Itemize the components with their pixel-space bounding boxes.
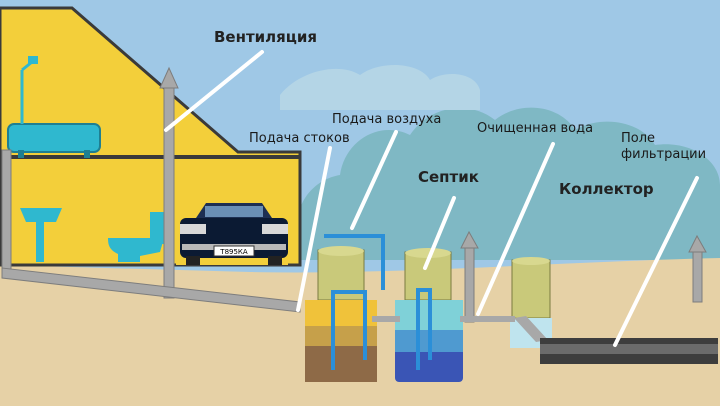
label-filtration-field-line2: фильтрации bbox=[621, 147, 707, 162]
label-filtration-field: Поле фильтрации bbox=[621, 131, 706, 163]
label-sewage-supply: Подача стоков bbox=[249, 131, 350, 146]
label-collector: Коллектор bbox=[559, 180, 654, 198]
sewage-pipes bbox=[1, 66, 707, 323]
overflow-pipes bbox=[372, 316, 548, 342]
sink bbox=[20, 208, 62, 262]
car-plate: Т895КА bbox=[219, 248, 248, 256]
label-ventilation: Вентиляция bbox=[214, 28, 318, 46]
label-filtration-field-line1: Поле bbox=[621, 131, 656, 146]
cloud-bank bbox=[297, 107, 720, 260]
shower bbox=[20, 56, 38, 124]
car: Т895КА bbox=[180, 203, 288, 265]
toilet bbox=[108, 212, 164, 262]
bathtub bbox=[7, 123, 101, 158]
cloud-top bbox=[280, 64, 480, 110]
filtration-field bbox=[540, 338, 718, 364]
callout-lines bbox=[164, 50, 699, 347]
label-septic: Септик bbox=[418, 168, 479, 186]
label-treated-water: Очищенная вода bbox=[477, 121, 594, 136]
air-supply-pipe bbox=[324, 234, 432, 370]
label-air-supply: Подача воздуха bbox=[332, 112, 442, 127]
